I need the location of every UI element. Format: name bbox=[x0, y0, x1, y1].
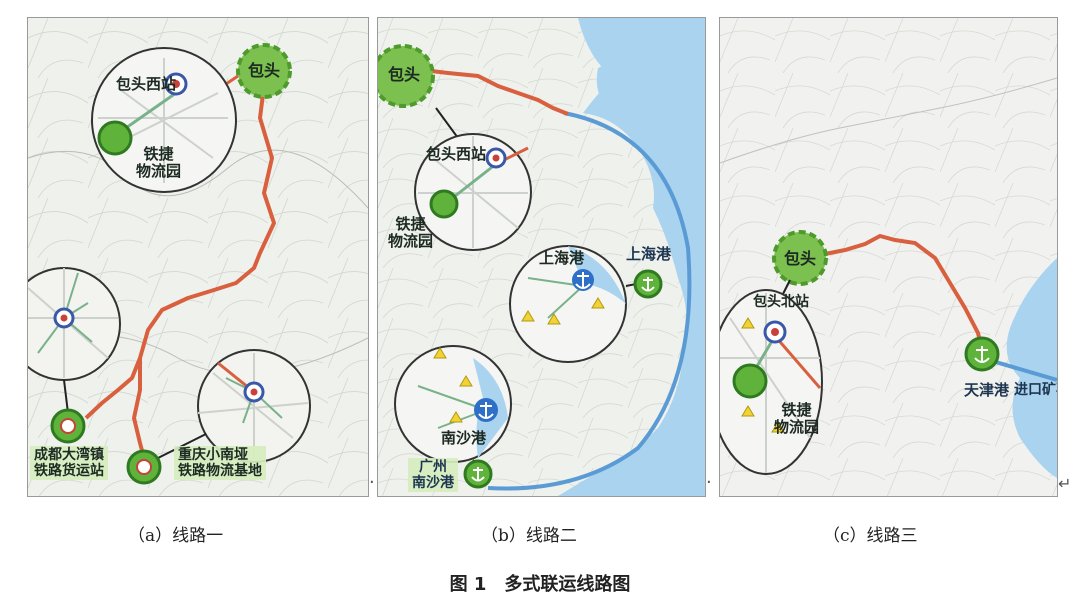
railway-station-icon bbox=[60, 418, 76, 434]
nansha-inset-port-label: 南沙港 bbox=[441, 429, 487, 447]
inset-roads bbox=[197, 353, 309, 458]
baotou-marker bbox=[772, 230, 828, 286]
dot-mark: · bbox=[369, 472, 375, 493]
caption-route-three: （c）线路三 bbox=[823, 526, 918, 546]
map-panel-route-one: 包头 包头西站 铁捷 物流园 成都大湾镇 铁路货运站 重庆小南垭 铁路物流基地 bbox=[27, 17, 369, 497]
rail-route-line bbox=[814, 233, 984, 351]
warning-triangle-icon bbox=[521, 310, 535, 322]
inset-route bbox=[773, 335, 822, 389]
province-border bbox=[720, 77, 1057, 164]
province-border bbox=[28, 149, 368, 209]
inset-park-label: 铁捷 物流园 bbox=[388, 215, 434, 251]
inset-link bbox=[122, 91, 177, 132]
inset-link bbox=[449, 162, 497, 202]
ore-label: 进口矿石 bbox=[1014, 382, 1057, 398]
inset-connector bbox=[781, 279, 791, 297]
map-panel-route-two: 包头 包头西站 铁捷 物流园 上海港 上海港 南沙港 广州 南沙港 bbox=[377, 17, 706, 497]
map-panel-route-three: 包头 包头北站 铁捷 物流园 天津港 进口矿石 bbox=[719, 17, 1058, 497]
inset-connector bbox=[435, 107, 459, 139]
rail-route-line bbox=[422, 68, 569, 116]
inset-links bbox=[37, 272, 93, 354]
warning-triangle-icon bbox=[741, 405, 755, 417]
guangzhou-port-label: 广州 南沙港 bbox=[408, 458, 458, 493]
baotou-marker bbox=[236, 43, 292, 99]
dot-mark: · bbox=[706, 472, 712, 493]
inset-station-label: 包头北站 bbox=[753, 294, 809, 310]
inset-park-label: 铁捷 物流园 bbox=[136, 145, 182, 181]
inset-water bbox=[568, 246, 626, 304]
map-route-three-canvas bbox=[720, 18, 1057, 496]
railway-station-icon bbox=[136, 459, 152, 475]
railway-station-icon-core bbox=[172, 80, 180, 88]
warning-triangle-icon bbox=[459, 375, 473, 387]
caption-route-one: （a）线路一 bbox=[128, 526, 224, 546]
railway-station-icon-core bbox=[492, 154, 500, 162]
logistics-park-marker bbox=[97, 120, 133, 156]
tianjin-port-label: 天津港 bbox=[964, 381, 1010, 399]
logistics-park-marker bbox=[429, 189, 459, 219]
rail-route-line bbox=[84, 85, 276, 459]
baotou-marker bbox=[378, 44, 435, 108]
return-mark: ↵ bbox=[1058, 474, 1072, 493]
anchor-icon bbox=[478, 402, 494, 419]
warning-triangle-icon bbox=[449, 411, 463, 423]
anchor-icon bbox=[974, 346, 990, 363]
chengdu-station-label: 成都大湾镇 铁路货运站 bbox=[30, 446, 108, 481]
bohai-sea bbox=[596, 64, 638, 108]
figure-title: 图 1 多式联运线路图 bbox=[449, 574, 631, 595]
map-route-one-canvas bbox=[28, 18, 368, 496]
warning-triangle-icon bbox=[547, 313, 561, 325]
anchor-icon bbox=[641, 277, 655, 292]
anchor-icon bbox=[575, 272, 591, 289]
inset-ellipse-baotou bbox=[720, 289, 823, 475]
sea-area bbox=[1006, 258, 1057, 478]
caption-route-two: （b）线路二 bbox=[481, 526, 577, 546]
shanghai-inset-port-label: 上海港 bbox=[539, 249, 585, 267]
baotou-label: 包头 bbox=[248, 61, 281, 80]
inset-roads bbox=[98, 58, 228, 183]
baotou-label: 包头 bbox=[388, 65, 421, 84]
railway-station-icon-core bbox=[60, 314, 68, 322]
warning-triangle-icon bbox=[771, 421, 785, 433]
railway-station-icon-core bbox=[250, 388, 258, 396]
sea-route-line bbox=[487, 111, 692, 491]
map-route-two-canvas bbox=[378, 18, 705, 496]
warning-triangle-icon bbox=[433, 347, 447, 359]
inset-connector bbox=[63, 379, 69, 414]
anchor-icon bbox=[471, 467, 485, 482]
logistics-park-marker bbox=[732, 363, 768, 399]
warning-triangle-icon bbox=[591, 297, 605, 309]
baotou-label: 包头 bbox=[784, 249, 817, 268]
inset-station-label: 包头西站 bbox=[116, 75, 177, 93]
inset-park-label: 铁捷 物流园 bbox=[774, 401, 820, 437]
railway-station-icon-core bbox=[771, 328, 779, 336]
shanghai-port-label: 上海港 bbox=[626, 245, 672, 263]
sea-area bbox=[558, 18, 705, 496]
chongqing-station-label: 重庆小南垭 铁路物流基地 bbox=[174, 446, 266, 481]
warning-triangle-icon bbox=[741, 317, 755, 329]
inset-station-label: 包头西站 bbox=[426, 145, 487, 163]
